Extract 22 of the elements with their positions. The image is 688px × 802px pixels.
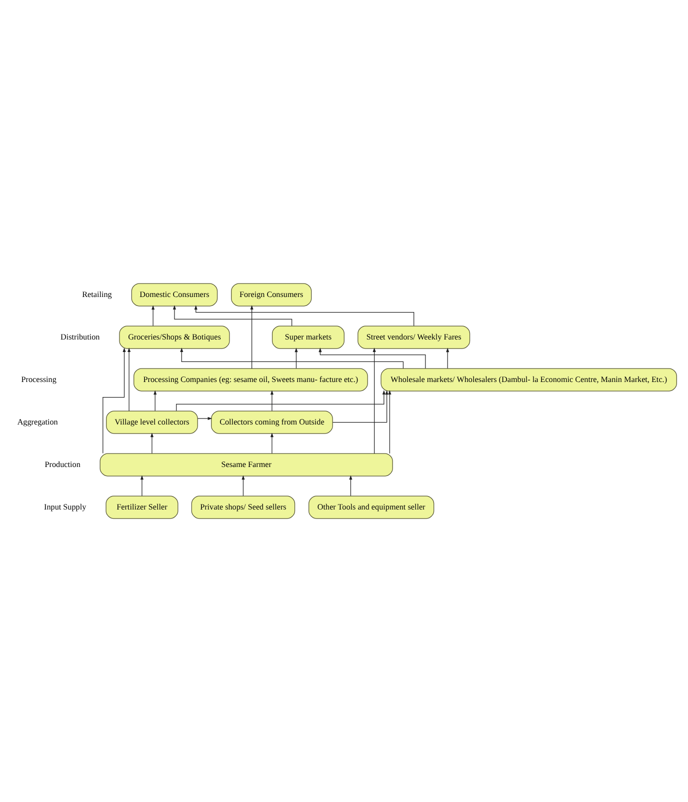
arrow (152, 305, 155, 326)
arrow (250, 305, 254, 369)
arrow (154, 390, 157, 412)
arrow (270, 390, 274, 412)
arrow (294, 348, 298, 369)
arrow (128, 348, 131, 412)
arrow (140, 475, 144, 496)
arrow (349, 475, 352, 496)
arrow (270, 432, 274, 454)
arrow (180, 348, 404, 369)
arrow (194, 305, 414, 326)
arrow (332, 390, 388, 423)
arrow (150, 432, 154, 454)
arrow (242, 475, 245, 496)
arrow (388, 390, 392, 454)
arrow (372, 348, 376, 454)
arrow (172, 305, 292, 326)
arrow (102, 348, 126, 454)
arrow (197, 416, 212, 420)
arrow (176, 390, 386, 412)
arrow (446, 348, 450, 369)
arrow (318, 348, 426, 369)
